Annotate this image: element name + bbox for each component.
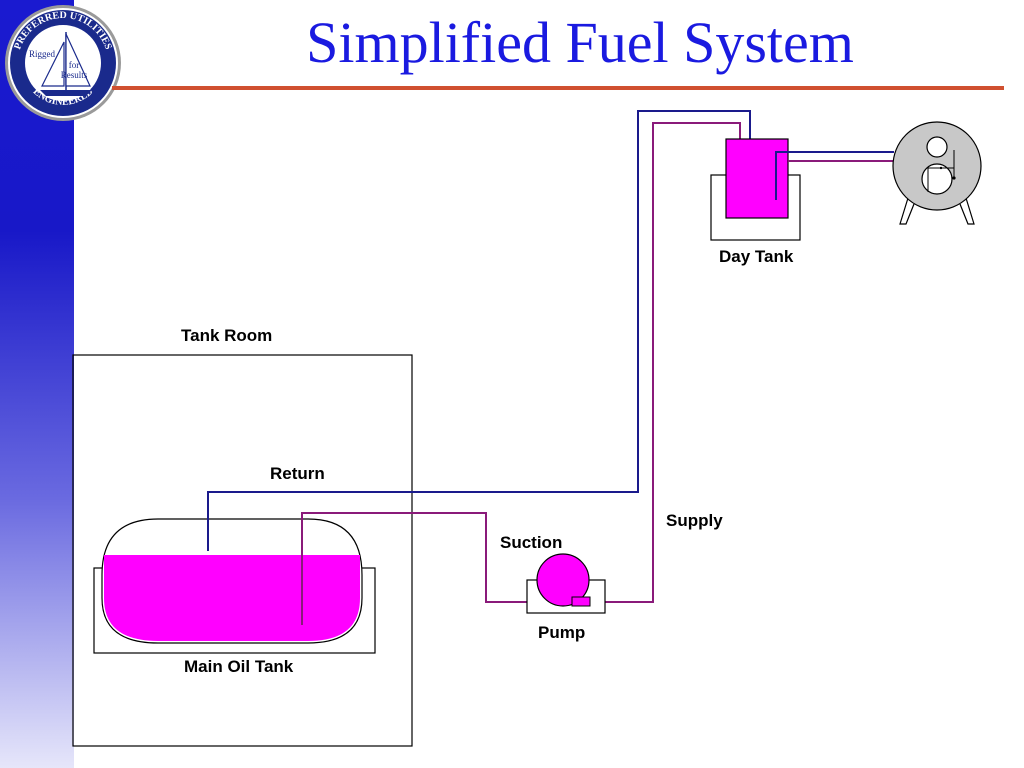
main-tank-fuel xyxy=(104,555,360,641)
pump-outlet xyxy=(571,596,591,607)
title-divider xyxy=(112,86,1004,90)
burner-return-line xyxy=(775,151,894,200)
return-line xyxy=(207,110,751,551)
burner-port-top xyxy=(926,136,948,158)
main-oil-tank xyxy=(93,518,376,654)
pump xyxy=(526,553,606,614)
burner-port-bottom xyxy=(921,163,953,195)
label-return: Return xyxy=(270,464,325,483)
label-day-tank: Day Tank xyxy=(719,247,794,266)
pump-casing xyxy=(536,553,590,607)
label-suction: Suction xyxy=(500,533,563,552)
day-tank-body xyxy=(725,138,789,219)
label-main-oil-tank: Main Oil Tank xyxy=(184,657,294,676)
label-pump: Pump xyxy=(538,623,586,642)
sidebar-gradient-bar xyxy=(0,0,74,768)
label-tank-room: Tank Room xyxy=(181,326,273,345)
logo-word-for: for xyxy=(69,60,80,70)
day-tank xyxy=(710,138,801,241)
company-logo: PREFERRED UTILITIES ENGINEERED Rigged fo… xyxy=(5,5,121,121)
label-supply: Supply xyxy=(666,511,723,530)
suction-line xyxy=(301,512,540,625)
logo-word-rigged: Rigged xyxy=(29,49,55,59)
logo-word-results: Results xyxy=(61,70,88,80)
supply-line xyxy=(590,122,741,603)
burner-legs xyxy=(899,197,975,225)
page-title: Simplified Fuel System xyxy=(306,10,854,75)
burner xyxy=(892,121,982,225)
sailboat-icon xyxy=(40,32,92,96)
tank-room-outline xyxy=(72,354,413,747)
